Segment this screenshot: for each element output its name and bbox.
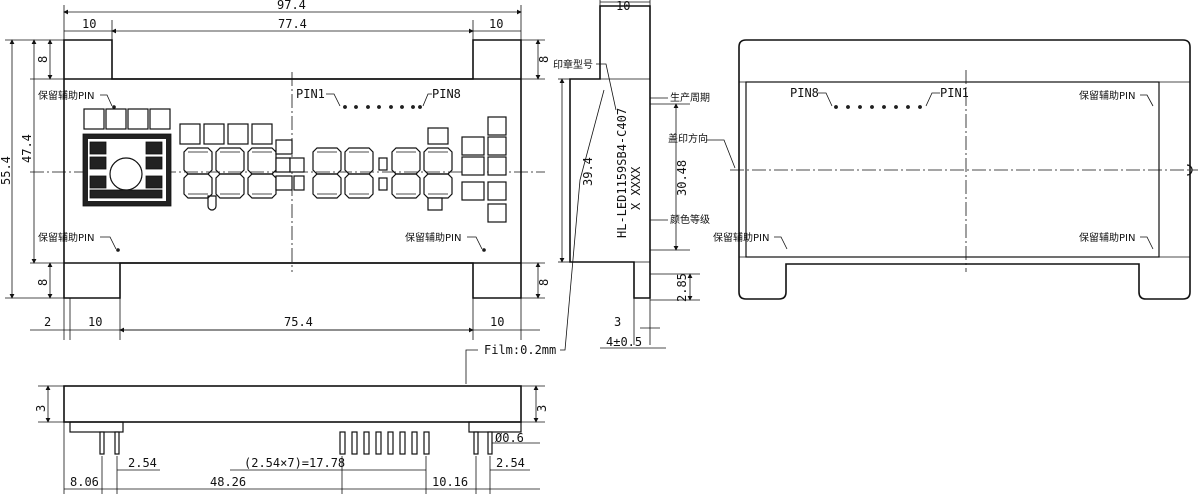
- label-color-grade: 颜色等级: [670, 213, 710, 226]
- label-cover-direction: 盖印方向: [668, 132, 708, 145]
- bottom-body-outline: [63, 385, 522, 423]
- bottom-dim-left: 8.06: [70, 475, 99, 489]
- dim-right-leg: 10: [490, 315, 504, 329]
- front-pin8-label: PIN8: [432, 87, 461, 101]
- bottom-view: 3 3 Ø0.6 2.54 (2.54×7): [34, 385, 549, 494]
- side-dim-lead: 2.85: [675, 273, 689, 302]
- dim-left-margin: 10: [82, 17, 96, 31]
- bottom-dim-pin-dia: Ø0.6: [495, 431, 524, 445]
- back-pin1-label: PIN1: [940, 86, 969, 100]
- back-reserved-pin-br: 保留辅助PIN: [1079, 231, 1135, 244]
- bottom-dim-pin-span: (2.54×7)=17.78: [244, 456, 345, 470]
- front-reserved-pin-tl: 保留辅助PIN: [38, 89, 94, 102]
- dim-left-leg: 10: [88, 315, 102, 329]
- seven-segment-digits: [183, 127, 453, 211]
- side-dim-lead-width: 3: [614, 315, 621, 329]
- led-matrix-block: [82, 108, 172, 207]
- bottom-dim-pitch-right: 2.54: [496, 456, 525, 470]
- digit-top-pads: [179, 123, 273, 145]
- back-view: PIN8 PIN1 保留辅助PIN 保留辅助PIN 保留辅助PIN: [713, 39, 1198, 300]
- part-number: HL-LED1159SB4-C407: [615, 108, 629, 238]
- dim-left-edge: 2: [44, 315, 51, 329]
- back-body-outline: [738, 39, 1191, 300]
- front-reserved-pin-br: 保留辅助PIN: [405, 231, 461, 244]
- dim-total-height: 55.4: [0, 156, 13, 185]
- label-production-date: 生产周期: [670, 91, 710, 104]
- pin-leads: [99, 431, 493, 455]
- label-print-model: 印章型号: [553, 58, 593, 71]
- film-label: Film:0.2mm: [484, 343, 556, 357]
- side-dim-top-width: 10: [616, 0, 630, 13]
- front-pin-dots: [343, 105, 422, 109]
- bottom-dim-height: 3: [34, 405, 48, 412]
- dim-overall-width: 97.4: [277, 0, 306, 12]
- back-pin-dots: [834, 105, 922, 109]
- back-reserved-pin-tr: 保留辅助PIN: [1079, 89, 1135, 102]
- bottom-dim-height-right: 3: [535, 405, 549, 412]
- dim-right-margin: 10: [489, 17, 503, 31]
- side-dim-mid: 30.48: [675, 160, 689, 196]
- bottom-dim-right: 10.16: [432, 475, 468, 489]
- front-pin1-label: PIN1: [296, 87, 325, 101]
- dim-top-offset-left: 8: [36, 56, 50, 63]
- side-dim-lead-tol: 4±0.5: [606, 335, 642, 349]
- dim-body-height: 47.4: [20, 134, 34, 163]
- bottom-dim-mid: 48.26: [210, 475, 246, 489]
- side-body-outline: [569, 5, 651, 299]
- dim-bottom-offset-left: 8: [36, 279, 50, 286]
- side-dim-height: 39.4: [581, 157, 595, 186]
- front-reserved-pin-bl: 保留辅助PIN: [38, 231, 94, 244]
- dim-center-span: 75.4: [284, 315, 313, 329]
- dim-top-offset-right: 8: [537, 56, 551, 63]
- back-reserved-pin-bl: 保留辅助PIN: [713, 231, 769, 244]
- dim-inner-width: 77.4: [278, 17, 307, 31]
- side-view: 10 39.4 30.48 2.85 3 4±0.5 印章型号 生产周期 盖印方…: [465, 0, 736, 384]
- dim-bottom-offset-right: 8: [537, 279, 551, 286]
- part-code: X XXXX: [629, 166, 643, 210]
- bottom-dim-pitch-left: 2.54: [128, 456, 157, 470]
- right-pad-column: [461, 116, 507, 223]
- back-inner-frame: [745, 81, 1160, 258]
- front-view: 97.4 77.4 10 10 8 8 55.4 47.4 8 8: [0, 0, 551, 340]
- back-pin8-label: PIN8: [790, 86, 819, 100]
